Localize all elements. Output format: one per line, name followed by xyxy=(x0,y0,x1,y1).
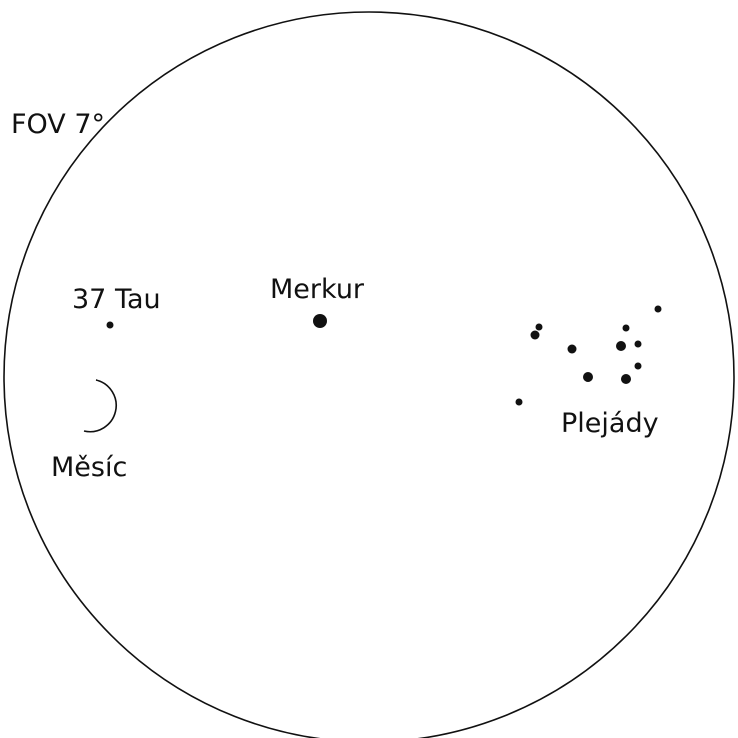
mercury-marker xyxy=(313,314,327,328)
mercury: Merkur xyxy=(270,274,365,328)
pleiades-star xyxy=(634,362,642,370)
moon-label: Měsíc xyxy=(51,452,127,483)
star-37-tau-marker xyxy=(106,321,114,329)
pleiades-star xyxy=(616,341,626,351)
pleiades-star xyxy=(535,323,543,331)
moon-crescent-icon xyxy=(83,379,117,433)
pleiades-star xyxy=(634,340,642,348)
pleiades-star xyxy=(530,330,540,340)
pleiades-star xyxy=(583,372,593,382)
pleiades-star xyxy=(654,305,662,313)
fov-label: FOV 7° xyxy=(11,109,105,140)
moon: Měsíc xyxy=(51,379,127,483)
pleiades-label: Plejády xyxy=(561,408,659,439)
star-37-tau: 37 Tau xyxy=(72,284,161,329)
pleiades-star xyxy=(622,324,630,332)
pleiades-star xyxy=(567,344,577,354)
star-37-tau-label: 37 Tau xyxy=(72,284,161,315)
mercury-label: Merkur xyxy=(270,274,365,305)
pleiades-star xyxy=(621,374,631,384)
fov-circle xyxy=(3,11,735,738)
pleiades: Plejády xyxy=(515,305,662,439)
pleiades-star xyxy=(515,398,523,406)
